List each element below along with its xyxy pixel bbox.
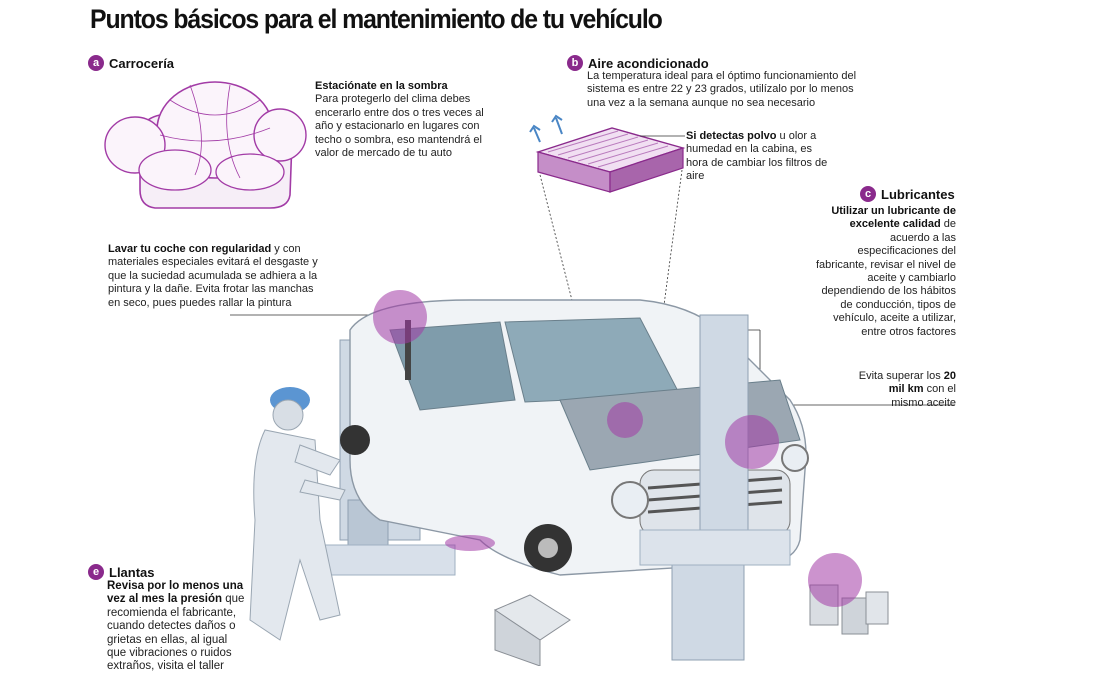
section-c-note-pre: Evita superar los	[858, 370, 944, 382]
section-a-heading: a Carrocería	[88, 55, 174, 71]
highlight-circle-oil	[725, 415, 779, 469]
highlight-circles	[373, 290, 862, 607]
toolbox-illustration	[493, 594, 571, 666]
mechanic-illustration	[249, 387, 346, 641]
section-c-body: de acuerdo a las especificaciones del fa…	[815, 218, 956, 338]
section-a-block2-text: y con materiales especiales evitará el d…	[108, 243, 318, 309]
section-c-note: Evita superar los 20 mil km con el mismo…	[858, 370, 956, 410]
section-e-heading: e Llantas	[88, 564, 155, 580]
section-c-bold: Utilizar un lubricante de excelente cali…	[831, 205, 956, 231]
car-illustration	[340, 299, 809, 576]
section-b-filter-bold: Si detectas polvo	[686, 130, 777, 142]
section-b-title: Aire acondicionado	[588, 55, 709, 71]
lift-right	[639, 314, 791, 661]
section-e-bold: Revisa por lo menos una vez al mes la pr…	[107, 580, 244, 606]
section-c-title: Lubricantes	[881, 186, 955, 202]
section-c-heading: c Lubricantes	[860, 186, 955, 202]
section-letter-e: e	[88, 564, 104, 580]
section-c-note-post: con el mismo aceite	[891, 383, 956, 409]
highlight-circle-cans	[808, 553, 862, 607]
highlight-circle-paint	[373, 290, 427, 344]
section-b-filter-text: u olor a humedad en la cabina, es hora d…	[686, 130, 828, 183]
page-title: Puntos básicos para el mantenimiento de …	[90, 4, 663, 34]
car-cover-illustration	[104, 81, 307, 209]
section-c-note-bold: 20 mil km	[888, 370, 956, 396]
section-e-title: Llantas	[109, 564, 155, 580]
section-b-text: La temperatura ideal para el óptimo func…	[587, 70, 857, 109]
section-a-block1-bold: Estaciónate en la sombra	[315, 80, 448, 92]
section-b-heading: b Aire acondicionado	[567, 55, 709, 71]
section-b-filter-note: Si detectas polvo u olor a humedad en la…	[686, 130, 831, 184]
section-a-title: Carrocería	[109, 55, 175, 71]
highlight-circle-filter	[607, 402, 643, 438]
section-a-block1-text: Para protegerlo del clima debes encerarl…	[315, 93, 484, 160]
section-a-block1: Estaciónate en la sombra Para protegerlo…	[315, 80, 500, 160]
section-a-block2-bold: Lavar tu coche con regularidad	[108, 243, 272, 255]
air-filter-illustration	[529, 114, 686, 411]
section-a-block2: Lavar tu coche con regularidad y con mat…	[108, 243, 320, 310]
section-c-text: Utilizar un lubricante de excelente cali…	[808, 205, 956, 339]
highlight-circle-tire	[445, 535, 495, 551]
section-letter-a: a	[88, 55, 104, 71]
section-letter-b: b	[567, 55, 583, 71]
section-letter-c: c	[860, 186, 876, 202]
section-e-text: Revisa por lo menos una vez al mes la pr…	[107, 580, 249, 674]
